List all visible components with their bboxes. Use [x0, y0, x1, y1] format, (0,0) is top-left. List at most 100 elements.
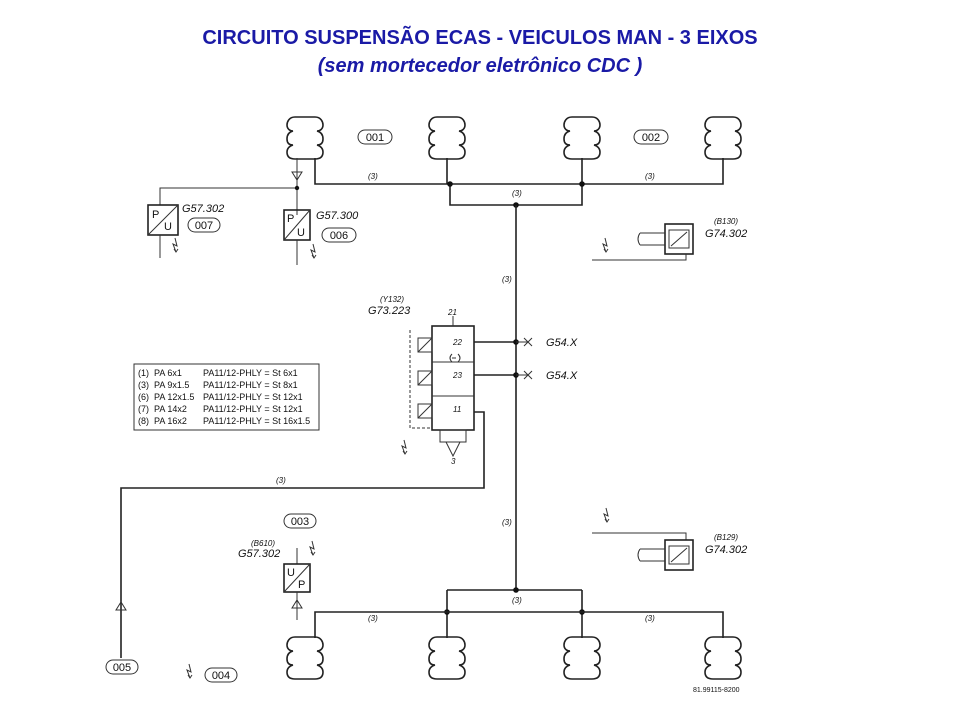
svg-text:(8): (8) — [138, 416, 149, 426]
tag-001 — [357, 129, 393, 145]
air-spring-icon — [704, 636, 742, 680]
svg-text:22: 22 — [452, 338, 462, 347]
pipe-label: (3) — [368, 172, 378, 181]
svg-text:(6): (6) — [138, 392, 149, 402]
pipe-label: (3) — [276, 476, 286, 485]
tag-001-label: 001 — [366, 132, 384, 144]
sensor-mid-code: G57.300 — [316, 210, 359, 222]
electric-icon — [172, 237, 179, 253]
air-spring-icon — [286, 636, 324, 680]
air-spring-icon — [286, 116, 324, 160]
connector-b: G54.X — [546, 370, 578, 382]
electric-icon — [602, 237, 609, 253]
tag-007-label: 007 — [195, 220, 213, 232]
solenoid-icon — [417, 370, 433, 386]
air-spring-icon — [704, 116, 742, 160]
pipe-top-cross — [314, 158, 724, 185]
height-sensor-b129-id: (B129) — [714, 533, 738, 542]
legend-rows: (1) PA 6x1 PA11/12-PHLY = St 6x1 (3) PA … — [138, 368, 310, 426]
tag-004 — [204, 667, 238, 683]
svg-text:PA 14x2: PA 14x2 — [154, 404, 187, 414]
electric-icon — [309, 540, 316, 556]
tag-005-label: 005 — [113, 662, 131, 674]
svg-text:U: U — [297, 227, 305, 239]
pipe-supply — [120, 411, 485, 658]
tag-002-label: 002 — [642, 132, 660, 144]
electric-icon — [310, 243, 317, 259]
junction — [513, 587, 519, 593]
svg-text:PA 12x1.5: PA 12x1.5 — [154, 392, 194, 402]
svg-text:PA11/12-PHLY = St 12x1: PA11/12-PHLY = St 12x1 — [203, 392, 303, 402]
pressure-sensor-icon — [147, 204, 179, 236]
svg-text:U: U — [287, 567, 295, 579]
svg-text:P: P — [298, 579, 305, 591]
sensor-line — [159, 187, 297, 205]
svg-text:21: 21 — [447, 308, 457, 317]
pipe-label: (3) — [645, 614, 655, 623]
svg-text:23: 23 — [452, 371, 462, 380]
svg-text:PA11/12-PHLY = St 8x1: PA11/12-PHLY = St 8x1 — [203, 380, 298, 390]
connector-a: G54.X — [546, 337, 578, 349]
valve-id: (Y132) — [380, 295, 404, 304]
pipe-label: (3) — [512, 596, 522, 605]
tag-006 — [321, 227, 357, 243]
svg-text:PA11/12-PHLY = St 12x1: PA11/12-PHLY = St 12x1 — [203, 404, 303, 414]
height-sensor-b130-id: (B130) — [714, 217, 738, 226]
svg-text:(7): (7) — [138, 404, 149, 414]
height-sensor-icon — [664, 223, 694, 255]
svg-text:U: U — [164, 221, 172, 233]
svg-text:PA 16x2: PA 16x2 — [154, 416, 187, 426]
tag-005 — [105, 659, 139, 675]
height-sensor-b130-code: G74.302 — [705, 228, 747, 240]
legend-box — [133, 363, 320, 431]
tag-003-label: 003 — [291, 516, 309, 528]
pipe-bottom-cross — [314, 611, 724, 638]
solenoid-icon — [417, 337, 433, 353]
tag-007 — [187, 217, 221, 233]
connector-icon — [516, 370, 533, 380]
pipe-label: (3) — [368, 614, 378, 623]
air-spring-icon — [563, 636, 601, 680]
air-spring-icon — [428, 116, 466, 160]
junction — [579, 181, 585, 187]
junction — [447, 181, 453, 187]
svg-text:11: 11 — [453, 405, 461, 414]
check-valve-icon — [291, 171, 303, 181]
electric-icon — [186, 663, 193, 679]
sensor-b610-code: G57.302 — [238, 548, 280, 560]
page-subtitle: (sem mortecedor eletrônico CDC ) — [317, 55, 643, 77]
valve-code: G73.223 — [368, 305, 411, 317]
sensor-b610-id: (B610) — [251, 539, 275, 548]
tag-006-label: 006 — [330, 230, 348, 242]
air-spring-icon — [428, 636, 466, 680]
air-spring-icon — [563, 116, 601, 160]
pipe-label: (3) — [502, 275, 512, 284]
pipe-label: (3) — [645, 172, 655, 181]
tag-002 — [633, 129, 669, 145]
electric-icon — [603, 507, 610, 523]
tag-004-label: 004 — [212, 670, 230, 682]
svg-text:P: P — [287, 213, 294, 225]
drawing-code: 81.99115-8200 — [693, 687, 740, 694]
svg-text:PA 6x1: PA 6x1 — [154, 368, 182, 378]
svg-text:PA11/12-PHLY = St 16x1.5: PA11/12-PHLY = St 16x1.5 — [203, 416, 310, 426]
page-title: CIRCUITO SUSPENSÃO ECAS - VEICULOS MAN -… — [202, 27, 758, 49]
height-sensor-icon — [664, 539, 694, 571]
pipe-label: (3) — [512, 189, 522, 198]
pipe-label: (3) — [502, 518, 512, 527]
tag-003 — [283, 513, 317, 529]
sensor-left-code: G57.302 — [182, 203, 224, 215]
height-sensor-b129-code: G74.302 — [705, 544, 747, 556]
svg-text:(3): (3) — [138, 380, 149, 390]
solenoid-icon — [417, 403, 433, 419]
svg-text:(1): (1) — [138, 368, 149, 378]
connector-icon — [516, 337, 533, 347]
check-valve-icon — [115, 601, 127, 611]
junction — [294, 185, 300, 191]
svg-text:PA11/12-PHLY = St 6x1: PA11/12-PHLY = St 6x1 — [203, 368, 298, 378]
electric-icon — [401, 439, 408, 455]
svg-text:PA 9x1.5: PA 9x1.5 — [154, 380, 189, 390]
svg-text:P: P — [152, 209, 159, 221]
svg-text:3: 3 — [451, 457, 456, 466]
